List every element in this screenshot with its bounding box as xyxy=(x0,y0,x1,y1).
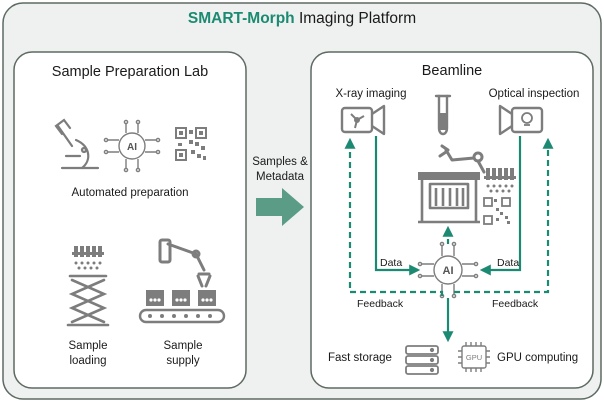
automated-prep-label: Automated preparation xyxy=(71,187,189,199)
beamline-robot-arm-icon xyxy=(438,144,486,174)
beamline-panel xyxy=(310,51,594,389)
qr-code-icon xyxy=(175,127,207,161)
microscope-icon xyxy=(54,118,100,170)
test-tube-icon xyxy=(434,94,452,136)
flow-arrows xyxy=(344,136,554,343)
scissor-lift-icon xyxy=(66,274,110,327)
ai-hub-icon xyxy=(417,241,479,299)
sample-stage-icon xyxy=(418,172,480,224)
feedback-label-right: Feedback xyxy=(492,298,539,310)
platform-title-rest: Imaging Platform xyxy=(294,10,417,27)
feedback-arrow-right xyxy=(454,137,554,294)
data-arrow-right xyxy=(479,136,522,276)
beamline-title: Beamline xyxy=(421,63,483,79)
ai-hub-text: AI xyxy=(443,265,454,277)
feedback-arrow-left xyxy=(344,137,444,296)
data-label-left: Data xyxy=(380,257,403,269)
ai-chip-icon xyxy=(103,119,161,173)
camera-bulb-icon xyxy=(498,104,544,136)
platform-title: SMART-Morph Imaging Platform xyxy=(0,10,604,27)
conveyor-icon xyxy=(138,290,226,324)
camera-fan-icon xyxy=(340,104,386,136)
sample-loading-label-1: Sample xyxy=(68,340,108,352)
transfer-label-1: Samples & xyxy=(252,156,308,168)
sample-loading-label-2: loading xyxy=(69,355,107,367)
sample-supply-label-2: supply xyxy=(166,355,200,367)
feedback-label-left: Feedback xyxy=(357,298,404,310)
xray-imaging-label: X-ray imaging xyxy=(335,88,407,100)
transfer-arrow xyxy=(256,188,304,226)
robot-arm-icon xyxy=(158,238,212,288)
server-icon xyxy=(405,345,439,375)
optical-inspection-label: Optical inspection xyxy=(488,88,580,100)
fast-storage-label: Fast storage xyxy=(328,352,392,364)
transfer-label-2: Metadata xyxy=(256,171,304,183)
sample-supply-label-1: Sample xyxy=(163,340,203,352)
ai-chip-text: AI xyxy=(127,142,137,153)
beamline-tube-rack-icon xyxy=(484,168,516,193)
data-label-right: Data xyxy=(497,257,520,269)
gpu-chip-icon xyxy=(458,342,490,372)
beamline-qr-code-icon xyxy=(483,197,511,225)
tube-rack-icon xyxy=(72,246,104,270)
prep-lab-panel xyxy=(13,51,247,389)
prep-lab-title: Sample Preparation Lab xyxy=(51,64,209,80)
gpu-computing-label: GPU computing xyxy=(497,352,579,364)
data-arrow-left xyxy=(374,136,421,276)
platform-title-brand: SMART-Morph xyxy=(187,10,295,27)
gpu-chip-text: GPU xyxy=(466,353,482,362)
